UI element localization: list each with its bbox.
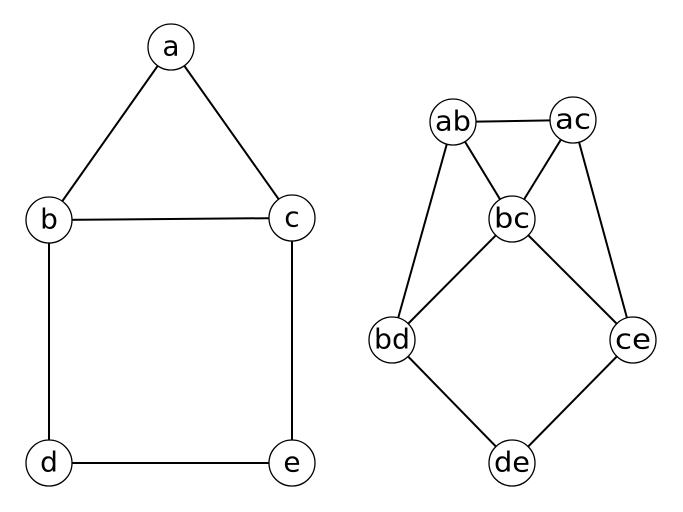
node-de: de (488, 439, 536, 487)
node-ac: ac (549, 96, 597, 144)
node-label: ac (555, 103, 591, 136)
node-circle (147, 23, 195, 71)
node-circle (609, 316, 657, 364)
node-circle (268, 439, 316, 487)
node-circle (488, 195, 536, 243)
edge-bd-de (391, 339, 513, 464)
edge-a-b (48, 46, 172, 221)
node-label: d (40, 446, 58, 479)
original-graph: a b c d e (25, 23, 316, 487)
edge-ce-de (511, 339, 634, 464)
node-circle (25, 196, 73, 244)
node-label: ce (615, 323, 651, 356)
edge-ab-bd (391, 121, 454, 341)
node-label: e (283, 446, 300, 479)
node-b: b (25, 196, 73, 244)
node-c: c (268, 194, 316, 242)
node-ab: ab (429, 98, 477, 146)
node-circle (549, 96, 597, 144)
node-a: a (147, 23, 195, 71)
node-circle (368, 316, 416, 364)
node-label: c (284, 201, 299, 234)
node-bc: bc (488, 195, 536, 243)
node-circle (429, 98, 477, 146)
node-bd: bd (368, 316, 416, 364)
node-label: ab (435, 105, 471, 138)
node-circle (488, 439, 536, 487)
edge-bc-bd (391, 218, 513, 341)
node-e: e (268, 439, 316, 487)
edge-b-c (48, 217, 293, 221)
node-circle (268, 194, 316, 242)
node-ce: ce (609, 316, 657, 364)
node-label: bd (374, 323, 410, 356)
line-graph: ab ac bc bd ce de (368, 96, 657, 487)
node-label: bc (494, 202, 530, 235)
edge-ac-ce (572, 119, 634, 341)
node-d: d (25, 439, 73, 487)
node-circle (25, 439, 73, 487)
node-label: a (162, 30, 179, 63)
edge-bc-ce (511, 218, 634, 341)
edge-a-c (170, 46, 293, 219)
node-label: de (494, 446, 530, 479)
node-label: b (40, 203, 58, 236)
